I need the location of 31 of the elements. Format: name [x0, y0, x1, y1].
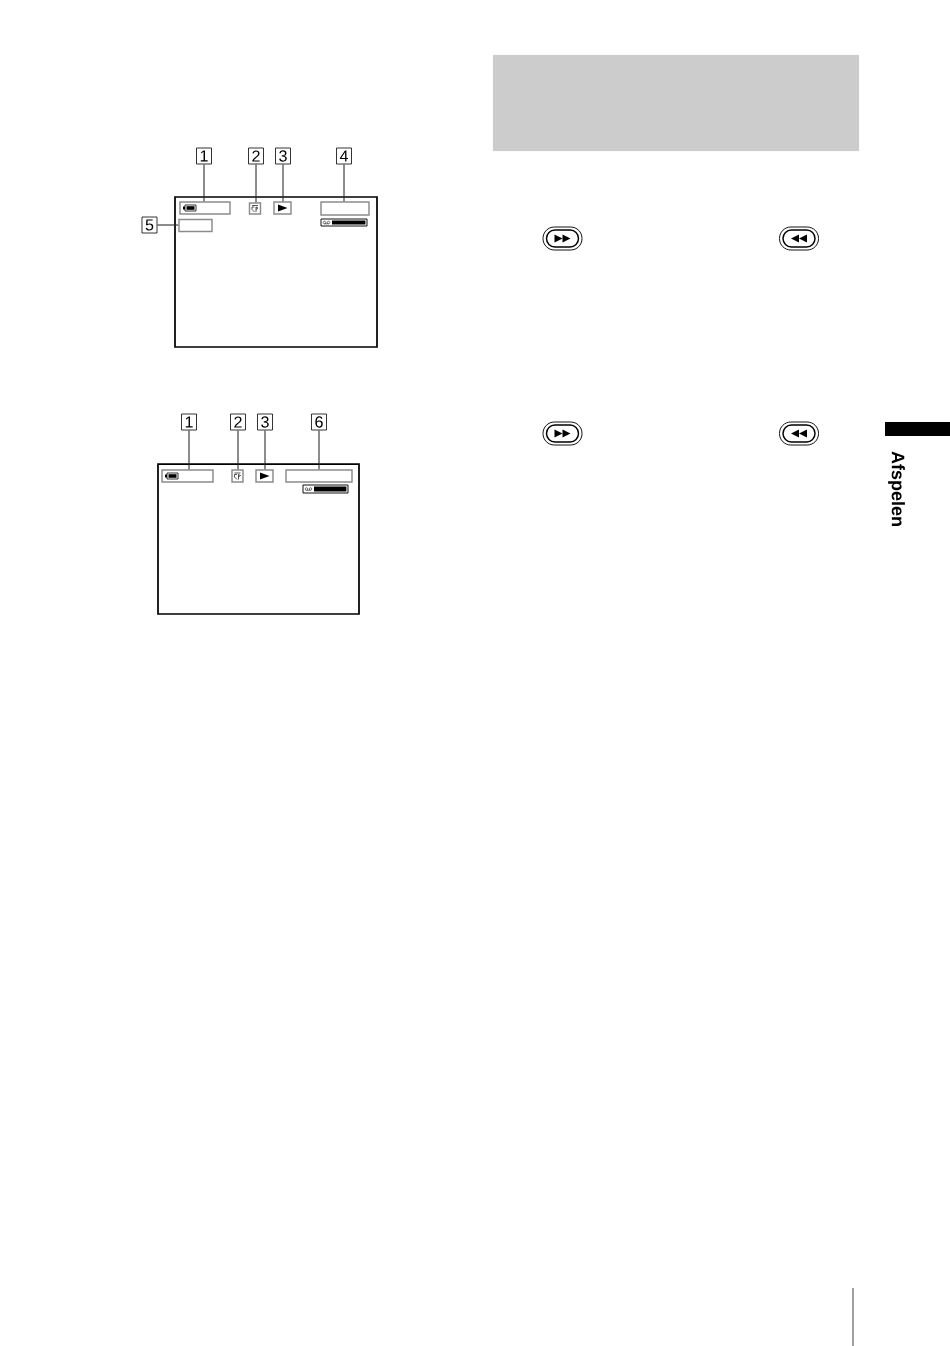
display-screen [157, 463, 360, 615]
callout-number: 3 [257, 413, 273, 431]
indicator-box [285, 469, 353, 483]
callout-number: 3 [275, 147, 291, 165]
callout-number: 2 [248, 147, 264, 165]
recording-mode-icon [231, 469, 244, 483]
leader-line [188, 429, 190, 470]
leader-line [255, 163, 257, 203]
callout-number: 4 [336, 147, 352, 165]
indicator-box [178, 218, 213, 233]
leader-line [282, 163, 284, 202]
leader-line [318, 429, 320, 470]
leader-line [156, 224, 179, 226]
callout-number: 6 [311, 413, 327, 431]
recording-mode-icon [248, 202, 262, 215]
leader-line [343, 163, 345, 202]
leader-line [203, 163, 205, 202]
leader-line [264, 429, 266, 470]
display-screen [174, 196, 378, 348]
leader-line [237, 429, 239, 470]
indicator-box [320, 201, 370, 216]
indicator-box [161, 469, 214, 483]
indicator-box [179, 201, 231, 215]
callout-number: 5 [141, 216, 158, 234]
callout-number: 2 [230, 413, 246, 431]
callout-number: 1 [181, 413, 197, 431]
play-icon [273, 201, 292, 215]
section-label: Afspelen [888, 451, 905, 526]
play-icon [255, 469, 274, 483]
heading-band [492, 54, 860, 152]
callout-number: 1 [196, 147, 212, 165]
